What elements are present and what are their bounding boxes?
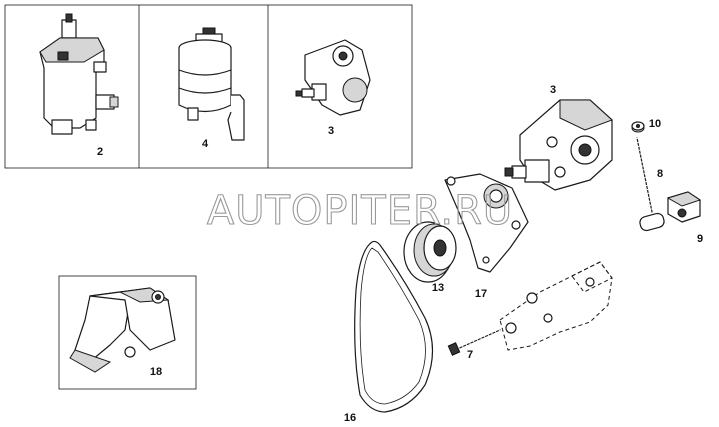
callout-4: 4 (202, 138, 209, 150)
pump-main[interactable] (504, 99, 613, 191)
pulley[interactable] (403, 221, 457, 283)
callout-16: 16 (344, 412, 356, 424)
tensioner-block[interactable] (666, 191, 702, 223)
callout-8: 8 (657, 168, 663, 180)
nut[interactable] (631, 121, 645, 133)
adjusting-bolt[interactable] (636, 137, 665, 232)
callout-10: 10 (649, 118, 661, 130)
bracket[interactable] (444, 173, 529, 273)
inset-panels (4, 4, 413, 169)
drive-belt[interactable] (354, 240, 434, 413)
callout-3-main: 3 (550, 84, 556, 96)
watermark-text: AUTOPITER.RU (207, 188, 513, 234)
reservoir[interactable] (178, 27, 245, 141)
callout-13: 13 (432, 282, 444, 294)
inset-frame (4, 4, 413, 169)
stud-bolt[interactable] (447, 329, 501, 356)
pump-side-view[interactable] (39, 13, 119, 135)
pump-inset[interactable] (295, 39, 371, 116)
callout-9: 9 (697, 233, 703, 245)
callout-17: 17 (475, 288, 487, 300)
mounting-bracket-inset (58, 275, 197, 390)
mounting-bracket[interactable] (69, 287, 176, 373)
callout-18: 18 (150, 366, 162, 378)
engine-mount-casting (499, 261, 613, 351)
callout-3-inset: 3 (328, 125, 334, 137)
callout-2: 2 (97, 146, 103, 158)
callout-7: 7 (467, 349, 473, 361)
